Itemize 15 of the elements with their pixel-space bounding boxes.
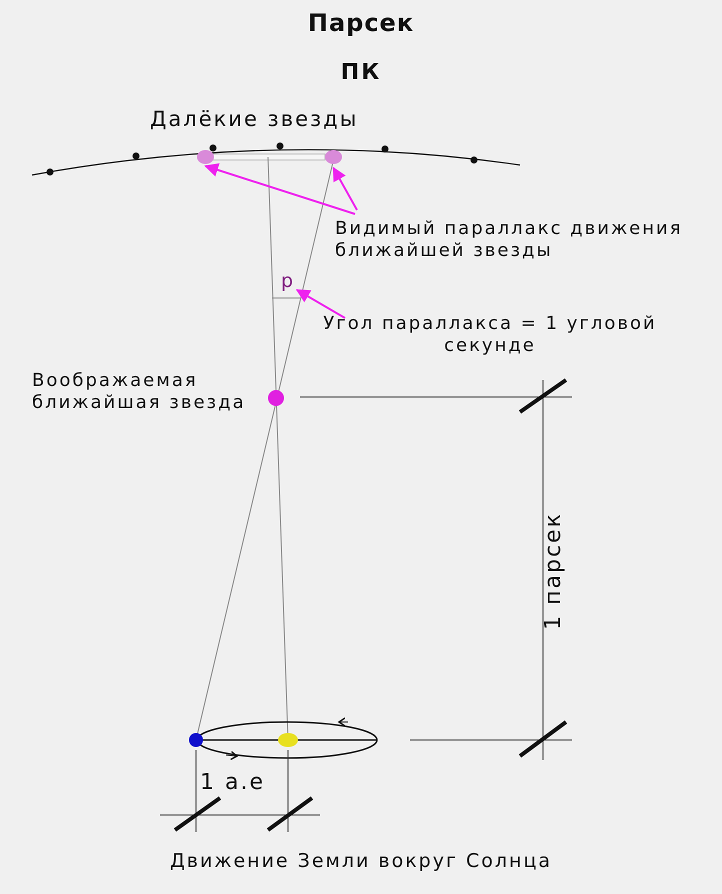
- title: Парсек: [306, 12, 416, 34]
- apparent-star-position: [197, 150, 214, 164]
- leader-line: [296, 289, 346, 319]
- callout-text: Видимый параллакс движения ближайшей звезды: [335, 218, 700, 262]
- apparent-star-position: [325, 150, 342, 164]
- callout-text: Угол параллакса = 1 угловой секунде: [320, 313, 660, 357]
- star-label: Воображаемая ближайшая звезда: [32, 370, 247, 414]
- leader-line: [332, 166, 358, 210]
- angle-label: p: [281, 270, 296, 292]
- heading-label: Далёкие звезды: [150, 108, 358, 130]
- subtitle: ПК: [340, 62, 382, 84]
- distance-label: 1 парсек: [542, 512, 565, 630]
- leader-line: [204, 163, 356, 215]
- caption: Движение Земли вокруг Солнца: [168, 850, 554, 872]
- distance-label: 1 а.е: [200, 772, 265, 794]
